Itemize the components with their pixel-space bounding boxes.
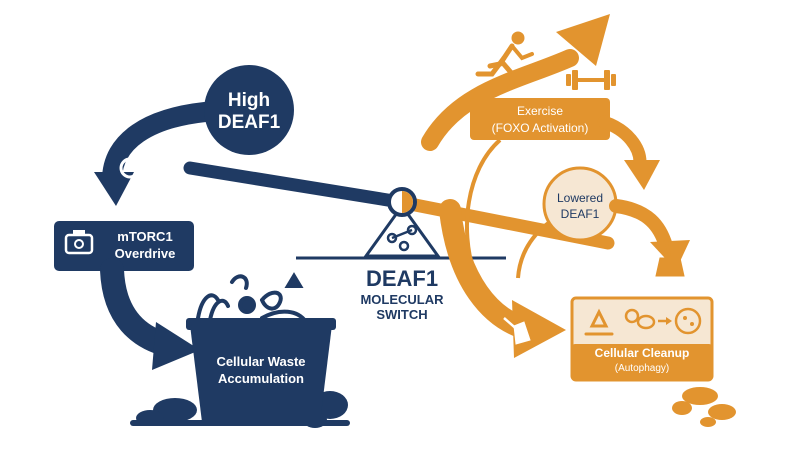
- switch-label: DEAF1 MOLECULAR SWITCH: [342, 266, 462, 323]
- high-deaf1-line1: High: [227, 90, 271, 111]
- high-deaf1-label: High DEAF1: [204, 90, 294, 134]
- cleanup-label-bar: [572, 344, 712, 380]
- mtorc1-box: [54, 221, 194, 271]
- arrow-high-to-mtorc-head: [94, 172, 134, 206]
- switch-line3: SWITCH: [376, 307, 428, 323]
- cleanup-line2: (Autophagy): [614, 362, 670, 374]
- arrow-up-right: [421, 49, 579, 151]
- exercise-label: Exercise (FOXO Activation): [470, 103, 610, 138]
- cleanup-label: Cellular Cleanup (Autophagy): [572, 346, 712, 375]
- seesaw-beam-left: [183, 161, 407, 209]
- dumbbell-icon: [566, 70, 616, 90]
- exercise-box: [470, 98, 610, 140]
- arrow-exercise-to-lowered: [597, 115, 647, 169]
- mtorc1-line2: Overdrive: [114, 245, 176, 261]
- waste-line2: Accumulation: [218, 370, 304, 386]
- lowered-line1: Lowered: [556, 191, 604, 205]
- arrow-exercise-to-lowered-head: [624, 160, 660, 190]
- switch-title: DEAF1: [365, 266, 439, 291]
- lowered-deaf1-label: Lowered DEAF1: [544, 190, 616, 222]
- mtorc1-line1: mTORC1: [117, 229, 173, 244]
- arrow-up-right-head: [556, 14, 610, 66]
- running-person-icon: [475, 31, 534, 91]
- arrow-switch-to-cleanup-head: [512, 300, 566, 358]
- waste-label: Cellular Waste Accumulation: [196, 354, 326, 388]
- high-deaf1-node: [204, 65, 294, 155]
- lowered-line2: DEAF1: [560, 207, 600, 222]
- arrow-high-to-mtorc: [102, 102, 215, 190]
- arrow-mtorc-to-waste-head: [152, 322, 200, 370]
- arc-exercise-down: [464, 138, 502, 273]
- waste-line1: Cellular Waste: [216, 354, 306, 369]
- waste-debris: [196, 272, 312, 330]
- broom-icon-left: [503, 317, 531, 345]
- switch-line2: MOLECULAR: [360, 292, 444, 308]
- exercise-line2: (FOXO Activation): [491, 121, 589, 136]
- arrow-lowered-to-cleanup: [609, 199, 673, 253]
- high-deaf1-line2: DEAF1: [217, 111, 281, 133]
- pivot-icon: [387, 187, 417, 217]
- cleanup-line1: Cellular Cleanup: [594, 346, 690, 360]
- gears-icon: [119, 150, 153, 179]
- broom-icon: [655, 239, 685, 277]
- organelle-debris: [672, 387, 736, 427]
- engine-icon: [64, 230, 94, 255]
- recycle-icon: [584, 308, 614, 336]
- mtorc1-label: mTORC1 Overdrive: [102, 229, 188, 263]
- cell-icon: [624, 307, 702, 335]
- exercise-line1: Exercise: [516, 104, 563, 118]
- trash-bin-icon: [190, 325, 332, 422]
